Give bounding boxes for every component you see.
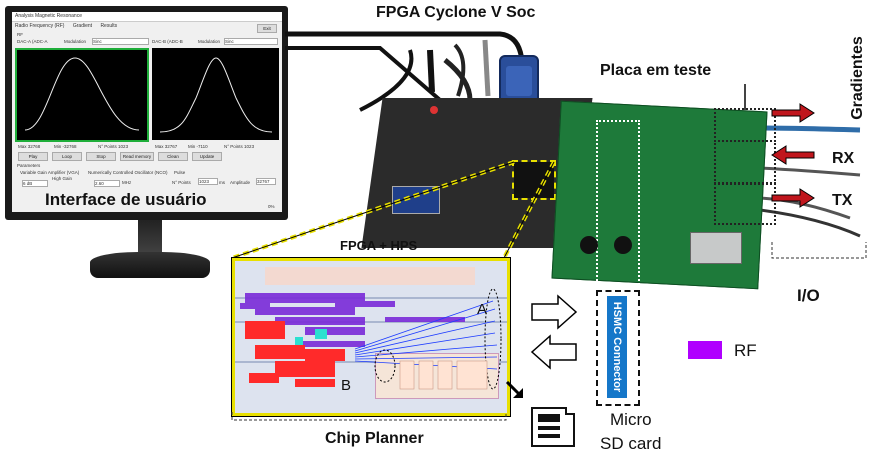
chip-planner-label: Chip Planner: [325, 430, 424, 447]
tab-gradient[interactable]: Gradient: [72, 23, 93, 29]
sd-arrow: [505, 380, 523, 398]
plot-dac-b: [152, 48, 279, 140]
stats-a-max: Max 32768: [18, 144, 41, 149]
modulation-label-b: Modulation: [198, 39, 221, 44]
micro-sd-icon: [531, 407, 575, 447]
frequency-input[interactable]: 2.60: [94, 180, 120, 187]
rx-arrow: [771, 145, 815, 165]
n-points-input[interactable]: 1023: [198, 178, 218, 185]
tx-arrow: [771, 188, 815, 208]
gradient-cable: [759, 125, 861, 133]
play-button[interactable]: Play: [18, 152, 48, 161]
stop-button[interactable]: Stop: [86, 152, 116, 161]
io-bracket: [771, 242, 867, 259]
dac-b-radio[interactable]: DAC-B (ADC-B: [152, 39, 183, 44]
read-memory-button[interactable]: Read memory: [120, 152, 154, 161]
zoom-readout: 0%: [268, 204, 275, 209]
fpga-chip-highlight: [512, 160, 556, 200]
board-inductor-2: [614, 236, 632, 254]
exit-button[interactable]: Exit: [257, 24, 277, 33]
modulation-select-a[interactable]: Sinc: [92, 38, 149, 45]
stats-b-max: Max 32767: [155, 144, 178, 149]
io-arrows: [771, 103, 815, 208]
loop-button[interactable]: Loop: [52, 152, 82, 161]
stats-b-points: N° Points 1023: [224, 144, 255, 149]
arrow-left-outline: [530, 334, 577, 370]
tab-rf[interactable]: Radio Frequency (RF): [15, 23, 65, 29]
tab-results[interactable]: Results: [100, 23, 118, 29]
monitor-base: [90, 252, 210, 278]
io-label: I/O: [797, 286, 820, 305]
planner-placement: [240, 288, 502, 390]
frequency-unit: MHz: [122, 180, 132, 185]
user-interface-screen: Analysis Magnetic Resonance Radio Freque…: [12, 12, 282, 212]
window-title: Analysis Magnetic Resonance: [12, 12, 282, 22]
nco-heading: Numerically Controlled Oscillator (NCO): [88, 170, 168, 175]
region-b-label: B: [341, 377, 352, 394]
monitor-stand: [138, 220, 162, 256]
chip-planner-view: A B: [231, 257, 511, 417]
stats-a-min: Min -32768: [54, 144, 77, 149]
amplitude-label: Amplitude: [230, 180, 251, 185]
plot-dac-a: [15, 48, 149, 142]
transfer-arrows: [530, 294, 578, 370]
fpga-hps-label: FPGA + HPS: [340, 238, 418, 253]
gain-select[interactable]: 6 dB: [22, 180, 48, 187]
n-points-label: N° Points: [172, 180, 191, 185]
n-points-unit: ms: [219, 180, 225, 185]
stats-b-min: Min -7110: [188, 144, 208, 149]
rf-label: RF: [17, 32, 23, 37]
fpga-label: FPGA Cyclone V Soc: [376, 4, 536, 21]
rx-label: RX: [832, 150, 855, 167]
hsmc-connector-bar: [607, 296, 627, 398]
pulse-heading: Pulse: [174, 170, 186, 175]
vga-heading: Variable Gain Amplifier (VGA): [20, 170, 80, 175]
modulation-select-b[interactable]: Sinc: [224, 38, 278, 45]
waveform-b: [159, 57, 273, 133]
board-inductor-1: [580, 236, 598, 254]
dac-a-radio[interactable]: DAC-A (ADC-A: [17, 39, 48, 44]
tx-port-box: [714, 183, 776, 225]
tx-label: TX: [832, 192, 853, 209]
stats-a-points: N° Points 1023: [98, 144, 129, 149]
update-button[interactable]: Update: [192, 152, 222, 161]
rf-legend-swatch: [688, 341, 722, 359]
gradient-arrow: [771, 103, 815, 123]
sd-card-label: SD card: [600, 434, 662, 453]
board-chip: [690, 232, 742, 264]
waveform-a: [24, 57, 140, 131]
region-a-label: A: [477, 301, 488, 318]
high-gain-radio[interactable]: High Gain: [52, 176, 73, 181]
micro-label: Micro: [610, 410, 652, 429]
tab-bar: Radio Frequency (RF) Gradient Results Ex…: [12, 22, 282, 33]
planner-bracket: [231, 412, 507, 421]
parameters-heading: Parameters: [17, 163, 41, 168]
arrow-right-outline: [531, 294, 578, 330]
hsmc-connector-box: HSMC Connector: [596, 290, 640, 406]
rf-legend-label: RF: [734, 341, 757, 360]
interface-label: Interface de usuário: [43, 190, 209, 210]
modulation-label-a: Modulation: [64, 39, 87, 44]
planner-top-block: [265, 267, 475, 285]
board-led-red: [430, 106, 438, 114]
amplitude-input[interactable]: 32767: [256, 178, 276, 185]
placa-label: Placa em teste: [600, 62, 712, 79]
clean-button[interactable]: Clean: [158, 152, 188, 161]
